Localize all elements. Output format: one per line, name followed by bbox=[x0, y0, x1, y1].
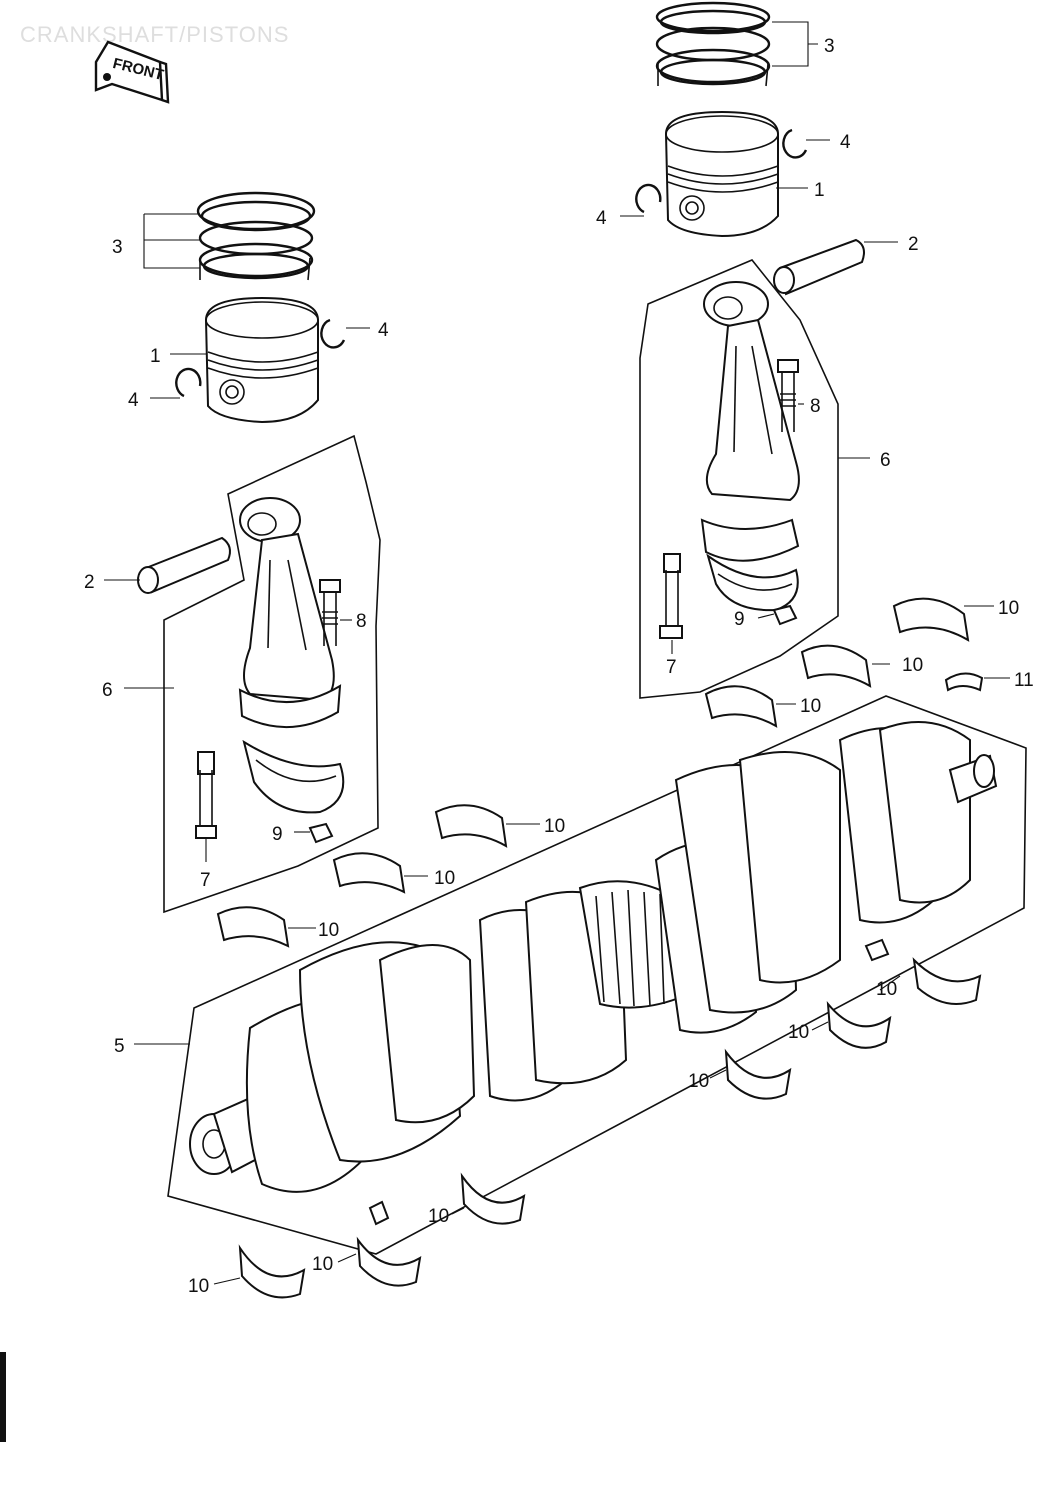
callout-10-f: 10 bbox=[318, 920, 339, 941]
crankshaft bbox=[189, 721, 998, 1193]
piston-rings-right bbox=[655, 1, 771, 87]
callout-10-i: 10 bbox=[688, 1071, 709, 1092]
callout-10-g: 10 bbox=[876, 979, 897, 1000]
piston-rings-left bbox=[196, 191, 316, 281]
piston-right bbox=[664, 110, 779, 238]
callout-6-left: 6 bbox=[102, 680, 113, 701]
callout-10-c: 10 bbox=[800, 696, 821, 717]
callout-10-k: 10 bbox=[312, 1254, 333, 1275]
conrod-bolt-left bbox=[195, 751, 217, 839]
conrod-nut-bolt-right bbox=[777, 359, 799, 432]
callout-2-left: 2 bbox=[84, 572, 95, 593]
crankshaft-group-outline bbox=[167, 695, 1027, 1255]
callout-1-right: 1 bbox=[814, 180, 825, 201]
callout-10-h: 10 bbox=[788, 1022, 809, 1043]
callout-3-right: 3 bbox=[824, 36, 835, 57]
thrust-bearing bbox=[944, 672, 984, 692]
connecting-rod-right bbox=[700, 281, 800, 612]
callout-11: 11 bbox=[1014, 670, 1034, 691]
conrod-nut-left bbox=[308, 822, 334, 844]
callout-3-left: 3 bbox=[112, 237, 123, 258]
diagram-title: CRANKSHAFT/PISTONS bbox=[20, 22, 289, 47]
callout-4-left-lower: 4 bbox=[128, 390, 139, 411]
callout-2-right: 2 bbox=[908, 234, 919, 255]
conrod-nut-bolt-left bbox=[319, 579, 341, 646]
callout-8-right: 8 bbox=[810, 396, 821, 417]
callout-6-right: 6 bbox=[880, 450, 891, 471]
callout-9-left: 9 bbox=[272, 824, 283, 845]
callout-9-right: 9 bbox=[734, 609, 745, 630]
conrod-group-outline-left bbox=[163, 434, 381, 914]
callout-10-l: 10 bbox=[188, 1276, 209, 1297]
scan-edge-mark bbox=[0, 1352, 6, 1442]
leader-lines bbox=[104, 21, 1010, 1285]
callout-4-right-lower: 4 bbox=[596, 208, 607, 229]
callout-8-left: 8 bbox=[356, 611, 367, 632]
callout-labels: 3 1 4 4 2 6 8 9 7 3 4 1 4 2 8 6 9 7 10 1… bbox=[84, 36, 1034, 1297]
callout-4-right-upper: 4 bbox=[840, 132, 851, 153]
callout-7-left: 7 bbox=[200, 870, 211, 891]
callout-10-j: 10 bbox=[428, 1206, 449, 1227]
callout-10-e: 10 bbox=[434, 868, 455, 889]
circlip-right-upper bbox=[782, 128, 808, 159]
piston-pin-left bbox=[137, 536, 231, 594]
conrod-bolt-right bbox=[659, 553, 683, 639]
piston-pin-right bbox=[773, 238, 865, 296]
circlip-left-lower bbox=[175, 367, 202, 398]
callout-5: 5 bbox=[114, 1036, 125, 1057]
conrod-nut-right bbox=[772, 604, 798, 626]
callout-10-b: 10 bbox=[902, 655, 923, 676]
front-arrow-icon: FRONT bbox=[94, 40, 170, 104]
callout-4-left-upper: 4 bbox=[378, 320, 389, 341]
callout-10-a: 10 bbox=[998, 598, 1019, 619]
callout-10-d: 10 bbox=[544, 816, 565, 837]
callout-7-right: 7 bbox=[666, 657, 677, 678]
callout-1-left: 1 bbox=[150, 346, 161, 367]
circlip-left-upper bbox=[320, 318, 346, 349]
conrod-group-outline-right bbox=[639, 259, 839, 699]
circlip-right-lower bbox=[635, 183, 662, 214]
main-bearings bbox=[216, 597, 982, 1299]
connecting-rod-left bbox=[238, 497, 345, 814]
piston-left bbox=[204, 296, 319, 424]
